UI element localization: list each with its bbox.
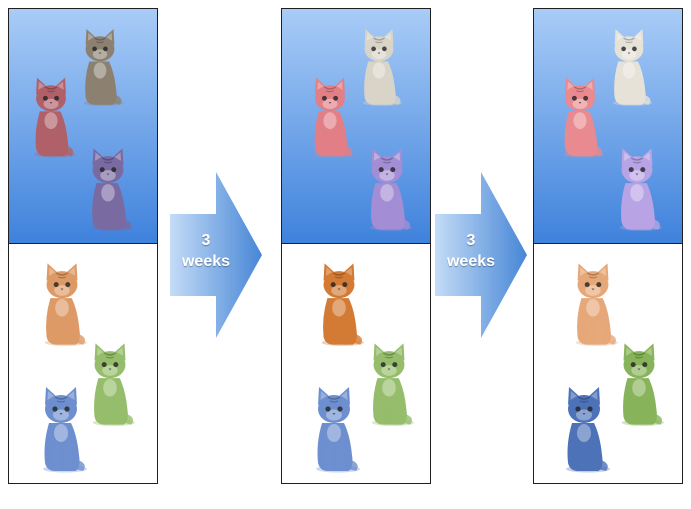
kitten-purple-icon: [89, 147, 134, 232]
kitten-blue-icon: [42, 386, 88, 474]
kitten-green-icon: [620, 342, 665, 427]
kitten-orange-icon: [43, 262, 88, 347]
kitten-red-icon: [33, 76, 77, 159]
panel-before: [8, 8, 158, 484]
kitten-orange-icon: [320, 262, 365, 347]
right-arrow-icon: [170, 172, 262, 338]
cat-group: [562, 28, 665, 474]
panel-after-3-weeks: [281, 8, 431, 484]
arrow-label-number: 3: [201, 232, 211, 249]
right-arrow-icon: [435, 172, 527, 338]
kitten-lavender-icon: [368, 147, 413, 232]
kitten-pink-icon: [562, 76, 606, 159]
arrow-label-unit: weeks: [181, 253, 231, 270]
arrow-label: 3 weeks: [435, 230, 507, 272]
panel-after-6-weeks: [533, 8, 683, 484]
kitten-grey-icon: [83, 28, 125, 107]
arrow-three-weeks: 3 weeks: [435, 172, 527, 338]
kitten-salmon-icon: [312, 76, 356, 159]
kitten-green-icon: [91, 342, 136, 427]
kitten-blue-icon: [565, 386, 611, 474]
kitten-white-grey-icon: [612, 28, 654, 107]
cat-group: [33, 28, 136, 474]
arrow-three-weeks: 3 weeks: [170, 172, 262, 338]
cat-group: [312, 28, 415, 474]
sky-region: [9, 9, 157, 244]
kitten-light-orange-icon: [574, 262, 619, 347]
kitten-green-icon: [370, 342, 415, 427]
kitten-blue-icon: [315, 386, 361, 474]
kitten-white-grey-icon: [362, 28, 404, 107]
sky-region: [282, 9, 430, 244]
arrow-label-number: 3: [466, 232, 476, 249]
kitten-lavender-icon: [618, 147, 663, 232]
arrow-label-unit: weeks: [446, 253, 496, 270]
arrow-label: 3 weeks: [170, 230, 242, 272]
sky-region: [534, 9, 682, 244]
